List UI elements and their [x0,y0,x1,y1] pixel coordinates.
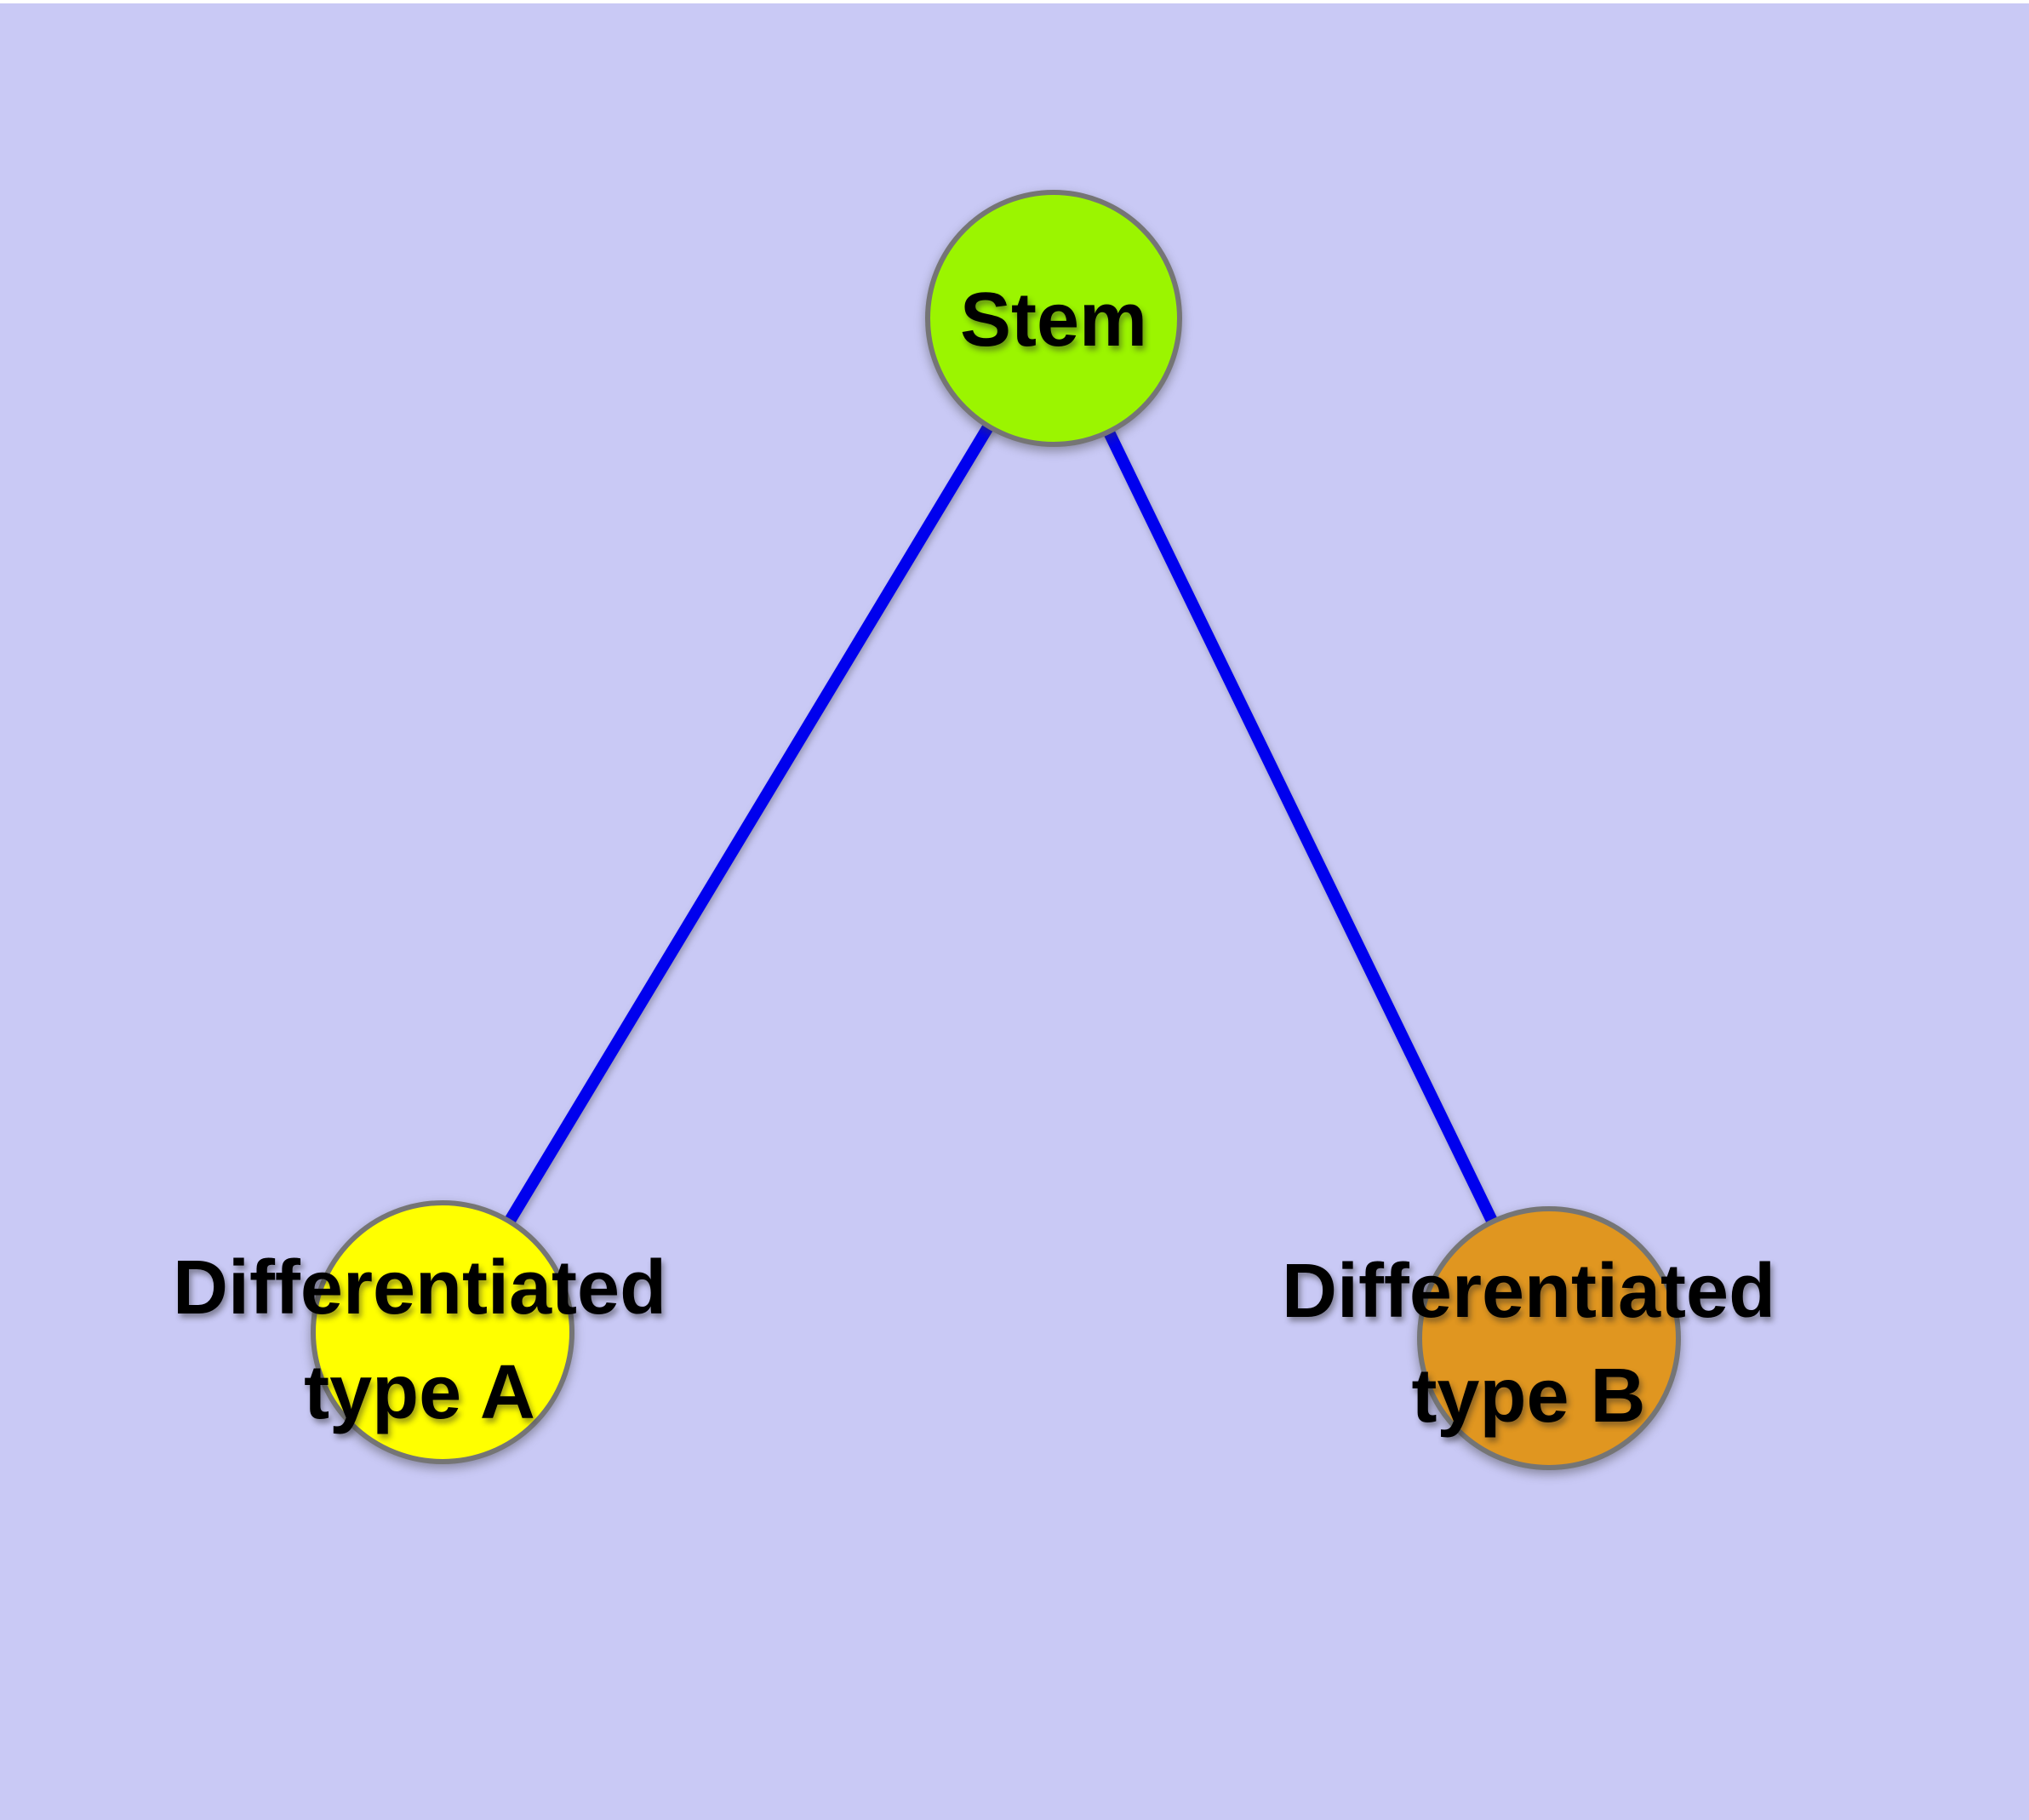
node-type-a-label-line2: type A [304,1350,535,1435]
graph-svg [311,190,1681,1470]
node-type-a-circle [311,1200,574,1464]
node-type-b-label: Differentiated type B [1282,1239,1775,1449]
edge-stem-to-type-b [1048,315,1555,1342]
node-stem-label: Stem [960,268,1147,373]
node-stem-label-text: Stem [959,278,1148,363]
node-type-a-label-line1: Differentiated [172,1245,667,1331]
node-type-b-circle [1417,1206,1681,1470]
node-stem-circle [925,190,1182,447]
node-type-a-label: Differentiated type A [173,1236,666,1445]
edge-stem-to-type-a [437,315,1059,1336]
node-type-b-label-line1: Differentiated [1281,1249,1776,1334]
graph-canvas: Stem Differentiated type A Differentiate… [0,3,2029,1820]
node-type-b-label-line2: type B [1411,1354,1646,1439]
